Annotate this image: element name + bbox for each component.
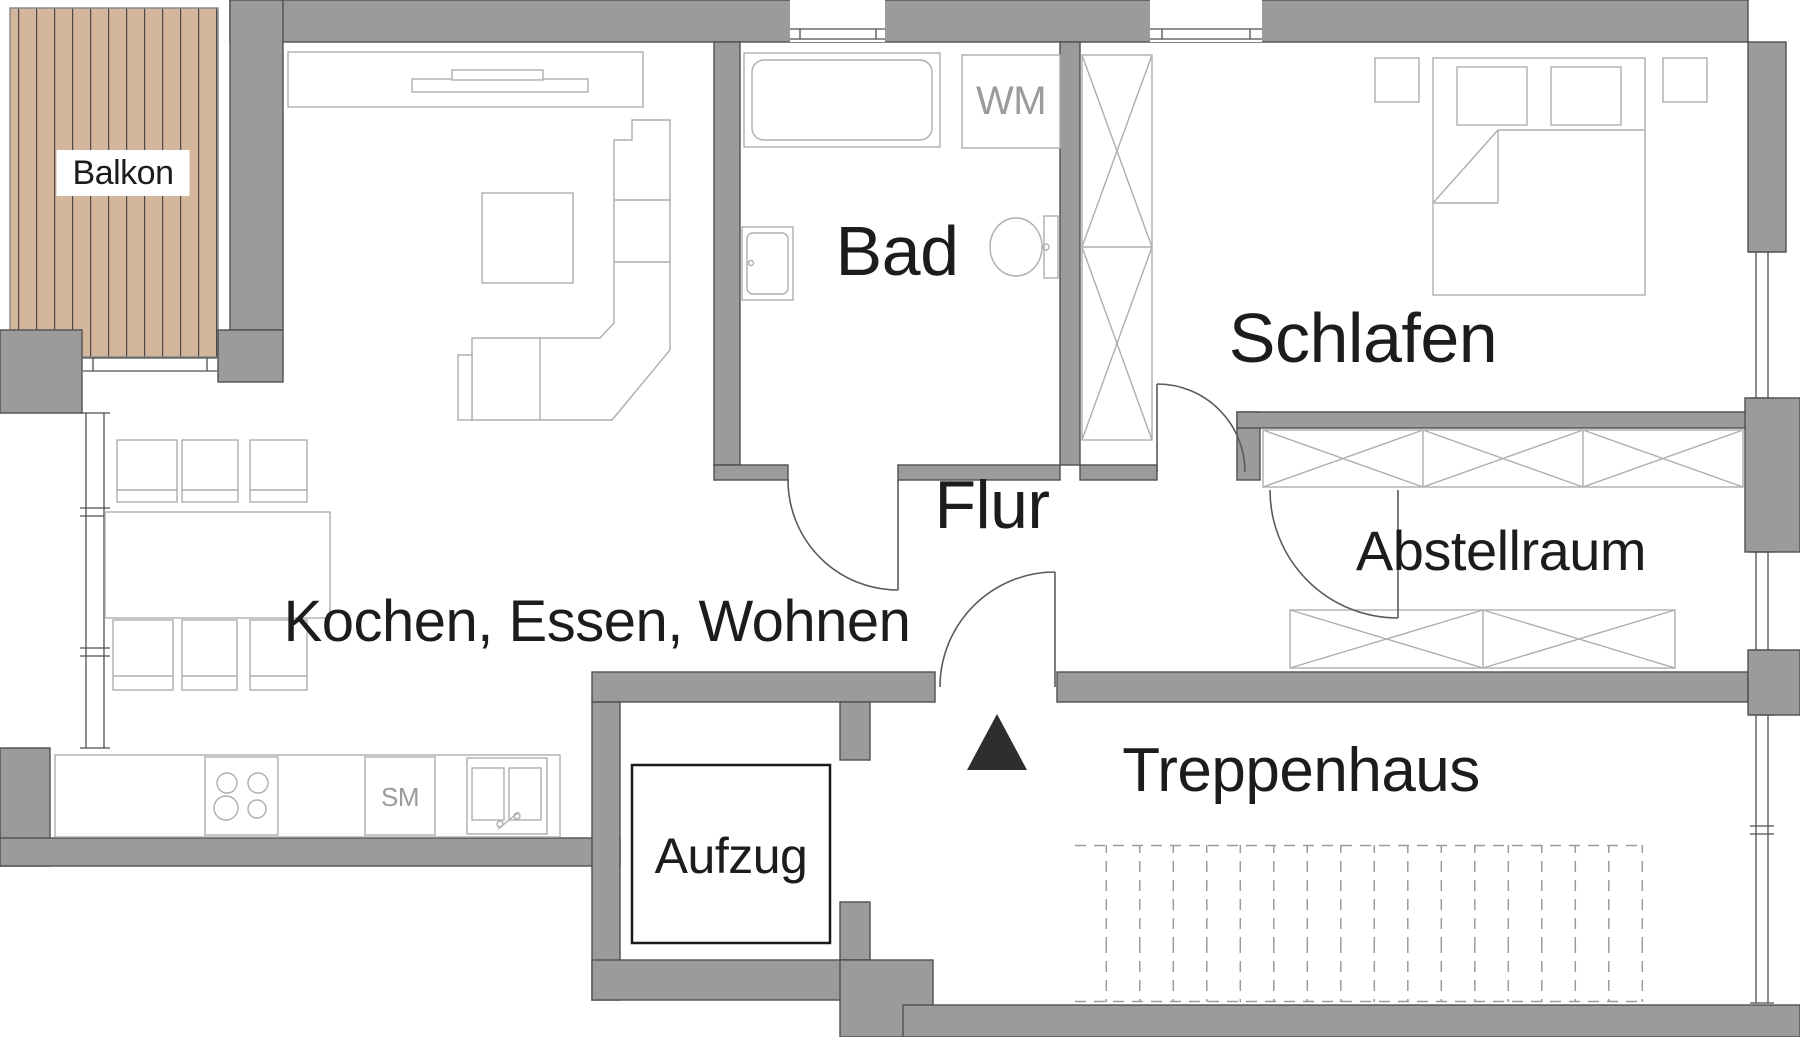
windows bbox=[80, 0, 1774, 1004]
room-label-storage: Abstellraum bbox=[1355, 519, 1647, 582]
wall-east-upper bbox=[1747, 41, 1787, 253]
wall-shaft-step-bottom bbox=[839, 901, 871, 961]
entrance-door bbox=[939, 571, 1056, 688]
storage-east-window bbox=[1750, 551, 1774, 651]
elevator-cabin bbox=[630, 763, 832, 945]
appliance-label-washing-machine: WM bbox=[975, 79, 1047, 123]
storage-furniture bbox=[1262, 429, 1744, 669]
chair bbox=[249, 619, 308, 691]
wall-stairwell-top bbox=[1056, 671, 1749, 703]
tv-stand bbox=[451, 69, 544, 81]
stove bbox=[204, 756, 279, 836]
room-label-bath: Bad bbox=[835, 212, 959, 290]
wardrobe bbox=[1081, 54, 1153, 441]
wall-top bbox=[229, 0, 1749, 43]
wall-bath-bottom-left bbox=[713, 464, 789, 481]
wall-shaft-left bbox=[591, 701, 621, 1001]
bathtub bbox=[743, 52, 941, 148]
wall-east-lower bbox=[1747, 649, 1800, 716]
room-label-hallway: Flur bbox=[934, 467, 1050, 543]
chair bbox=[181, 619, 238, 691]
wall-shaft-top bbox=[591, 671, 936, 703]
storage-shelf-top bbox=[1262, 429, 1744, 488]
chair bbox=[249, 439, 308, 503]
wall-balcony-right bbox=[229, 0, 284, 331]
bath-door bbox=[787, 479, 899, 591]
stairs bbox=[1075, 844, 1645, 1003]
room-label-bedroom: Schlafen bbox=[1228, 299, 1498, 377]
bath-sink bbox=[741, 226, 794, 301]
dining-table bbox=[104, 511, 331, 619]
bath-furniture bbox=[741, 52, 1061, 301]
room-label-living: Kochen, Essen, Wohnen bbox=[283, 589, 911, 654]
living-west-window bbox=[80, 412, 110, 749]
wall-balcony-left-block bbox=[0, 329, 83, 414]
kitchen-furniture bbox=[54, 754, 561, 838]
bedroom-furniture bbox=[1081, 54, 1708, 441]
wall-south-east bbox=[902, 1004, 1800, 1037]
storage-shelf-bottom bbox=[1289, 609, 1676, 669]
coffee-table bbox=[481, 192, 574, 284]
doors bbox=[787, 383, 1399, 688]
room-label-balcony: Balkon bbox=[56, 150, 190, 196]
bedroom-door bbox=[1156, 383, 1246, 473]
wall-east-middle bbox=[1744, 397, 1800, 553]
tv bbox=[411, 78, 589, 93]
kitchen-sink bbox=[466, 757, 548, 835]
stairwell-east-window bbox=[1750, 714, 1774, 1004]
living-furniture bbox=[287, 51, 671, 421]
dishwasher-box bbox=[364, 756, 436, 836]
bedroom-east-window bbox=[1750, 251, 1774, 399]
corner-sofa bbox=[471, 119, 671, 421]
bath-window bbox=[790, 0, 885, 42]
wall-south-west bbox=[0, 837, 621, 867]
wall-bedroom-south bbox=[1079, 464, 1158, 481]
pillow bbox=[1456, 66, 1528, 126]
bed bbox=[1432, 57, 1646, 296]
wall-bath-bottom-right bbox=[897, 464, 1061, 481]
bedroom-window bbox=[1150, 0, 1262, 42]
chair bbox=[112, 619, 174, 691]
wall-shaft-step-top bbox=[839, 701, 871, 761]
entrance-marker-triangle bbox=[967, 714, 1027, 770]
nightstand bbox=[1374, 57, 1420, 103]
sofa-armrest bbox=[457, 354, 473, 421]
balcony-door bbox=[83, 357, 217, 372]
room-label-elevator: Aufzug bbox=[654, 828, 808, 884]
wall-bath-left bbox=[713, 41, 741, 466]
toilet bbox=[989, 215, 1059, 279]
room-label-stairwell: Treppenhaus bbox=[1122, 736, 1480, 805]
dining-furniture bbox=[104, 439, 331, 691]
appliance-label-dishwasher: SM bbox=[381, 782, 420, 812]
wall-balcony-right-lower bbox=[217, 329, 284, 383]
wall-storage-top bbox=[1236, 411, 1749, 429]
pillow bbox=[1550, 66, 1622, 126]
nightstand bbox=[1662, 57, 1708, 103]
storage-door bbox=[1269, 489, 1399, 619]
chair bbox=[181, 439, 239, 503]
wall-shaft-bottom bbox=[591, 959, 871, 1001]
washing-machine-box bbox=[961, 54, 1061, 149]
chair bbox=[116, 439, 178, 503]
wall-bath-bedroom bbox=[1059, 41, 1081, 466]
